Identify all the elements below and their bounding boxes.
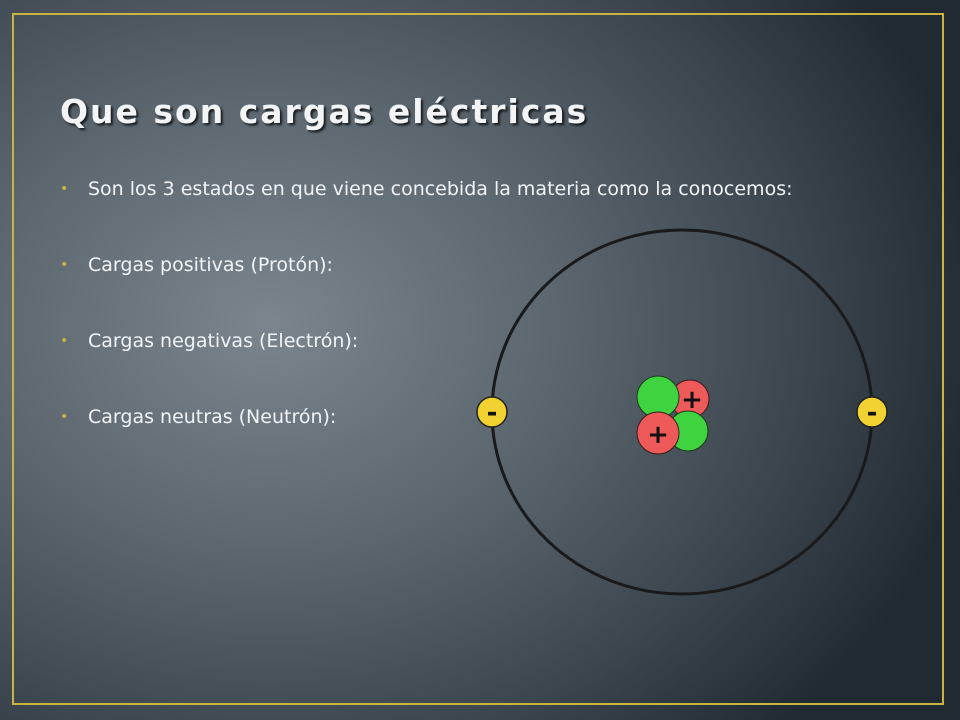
bullet-dot-icon: •: [60, 181, 69, 197]
bullet-item: • Cargas negativas (Electrón):: [60, 324, 880, 358]
electron-right: -: [856, 396, 888, 428]
slide-title: Que son cargas eléctricas: [60, 92, 589, 131]
bullet-dot-icon: •: [60, 333, 69, 349]
bullet-dot-icon: •: [60, 409, 69, 425]
electron-sign: -: [867, 398, 878, 428]
proton-sign: +: [681, 385, 703, 415]
bullet-text: Cargas negativas (Electrón):: [88, 330, 359, 352]
bullet-item: • Son los 3 estados en que viene concebi…: [60, 172, 888, 206]
electron-right-body: [856, 396, 888, 428]
electron-sign: -: [487, 398, 498, 428]
slide-frame: [12, 13, 944, 705]
bullet-list: • Son los 3 estados en que viene concebi…: [60, 172, 880, 476]
bullet-text: Cargas neutras (Neutrón):: [88, 406, 337, 428]
electron-left: -: [476, 396, 508, 428]
bullet-item: • Cargas positivas (Protón):: [60, 248, 880, 282]
bullet-text: Cargas positivas (Protón):: [88, 254, 333, 276]
nucleus: + +: [636, 375, 710, 455]
bullet-text: Son los 3 estados en que viene concebida…: [88, 178, 793, 200]
electron-left-body: [476, 396, 508, 428]
atom-diagram: + + - -: [476, 228, 888, 596]
proton-front: [636, 411, 680, 455]
bullet-item: • Cargas neutras (Neutrón):: [60, 400, 880, 434]
bullet-dot-icon: •: [60, 257, 69, 273]
proton-sign: +: [647, 420, 669, 450]
